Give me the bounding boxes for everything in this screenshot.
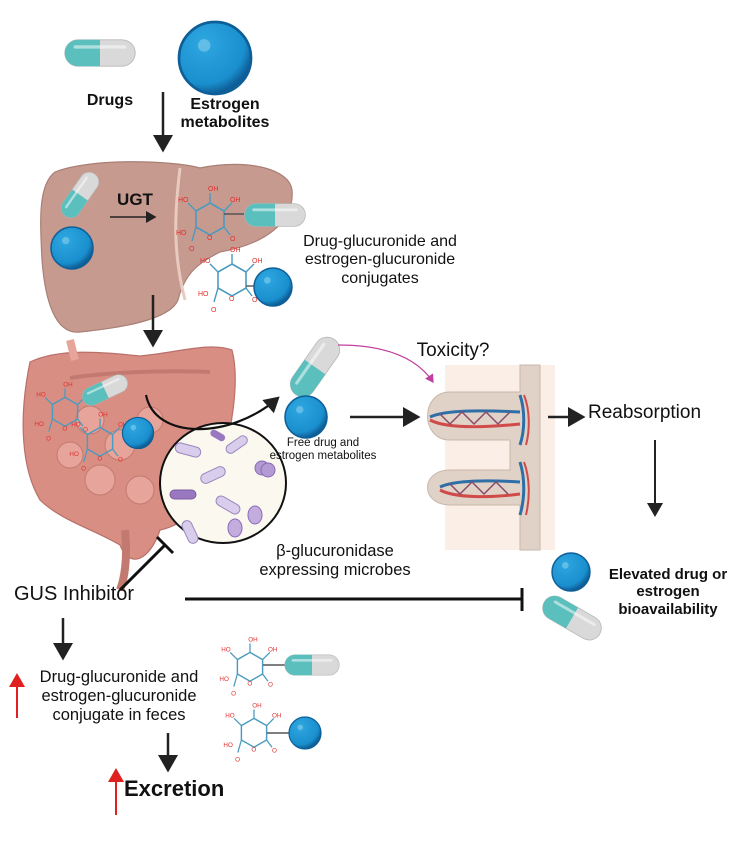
conjugate-capsule-icon <box>244 203 306 227</box>
feces-capsule-icon <box>284 654 340 676</box>
ugt-label: UGT <box>117 190 153 209</box>
toxicity-arrow <box>337 344 434 383</box>
estrogen-sphere-icon <box>177 20 253 96</box>
villi-illustration <box>427 364 555 551</box>
gus-inhibit-microbes-line <box>118 543 167 592</box>
liver-sphere-icon <box>50 226 94 270</box>
drug-capsule-icon <box>64 39 136 67</box>
gus-inhibit-microbes-bar <box>155 535 175 555</box>
gus-microbes-label: β-glucuronidase expressing microbes <box>259 542 411 579</box>
reabsorption-label: Reabsorption <box>588 402 702 423</box>
toxicity-label: Toxicity? <box>416 340 490 361</box>
arrow-release-free-drug <box>144 394 280 431</box>
drugs-label: Drugs <box>86 92 134 109</box>
free-estrogen-sphere-icon <box>284 395 328 439</box>
conjugates-label: Drug-glucuronide and estrogen-glucuronid… <box>303 233 457 287</box>
estrogen-metabolites-label: Estrogen metabolites <box>180 96 270 132</box>
intestine-sphere-icon <box>121 416 155 450</box>
microbe-magnifier <box>159 422 287 544</box>
elevated-capsule-icon <box>537 591 607 645</box>
feces-molecule-1 <box>218 635 279 699</box>
excretion-label: Excretion <box>124 776 225 801</box>
feces-conjugates-label: Drug-glucuronide and estrogen-glucuronid… <box>39 668 199 724</box>
free-drug-capsule-icon <box>284 331 346 403</box>
gus-inhibitor-label: GUS Inhibitor <box>14 583 135 605</box>
feces-sphere-icon <box>288 716 322 750</box>
elevated-sphere-icon <box>551 552 591 592</box>
free-drug-label: Free drug and estrogen metabolites <box>269 437 377 463</box>
elevated-bioavailability-label: Elevated drug or estrogen bioavailabilit… <box>608 566 728 618</box>
glucuronide-molecule-2 <box>197 246 264 315</box>
